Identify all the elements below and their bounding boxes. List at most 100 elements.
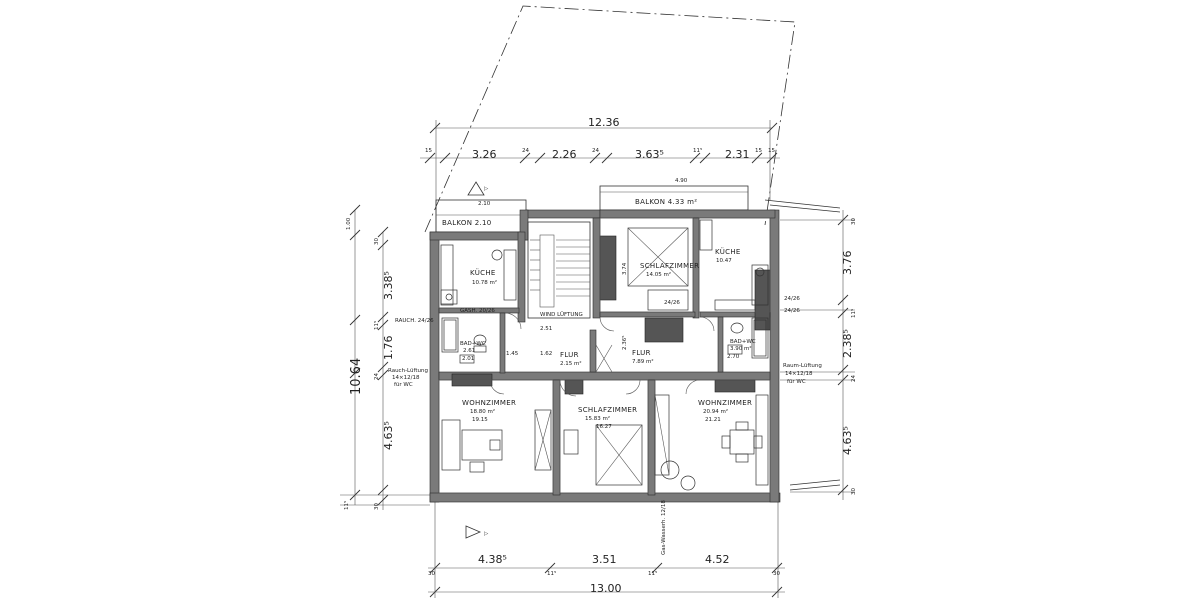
top-dimension-lines xyxy=(420,120,780,232)
smoke-flue-note-left: RAUCH. 24/26 xyxy=(395,318,434,324)
living-left-area2: 19.15 xyxy=(472,417,488,423)
bottom-small-0: 30 xyxy=(428,571,435,577)
top-dim-0: 15 xyxy=(425,148,432,154)
balcony-right-label: BALKON 4.33 m² xyxy=(635,198,697,206)
ventilation-right-note-2: 14×12/18 xyxy=(785,371,813,377)
balcony-top-dim: 4.90 xyxy=(675,178,688,184)
left-dim-2: 3.38⁵ xyxy=(382,271,395,300)
bottom-small-3: 30 xyxy=(773,571,780,577)
bedroom-top-area: 14.05 m² xyxy=(646,271,671,278)
right-dim-6: 30 xyxy=(851,488,857,495)
bottom-small-2: 11⁵ xyxy=(648,570,657,577)
hall-right-label: FLUR xyxy=(632,349,651,357)
top-dim-6: 11⁵ xyxy=(693,147,702,154)
top-dim-2: 24 xyxy=(522,148,529,154)
bath-right-area: 3.90 m² xyxy=(730,345,752,352)
right-dim-5: 4.63⁵ xyxy=(841,426,854,455)
bedroom-top-furniture xyxy=(627,227,689,311)
adjacent-building xyxy=(764,199,841,491)
property-boundary xyxy=(424,5,796,233)
overall-width-bottom-label: 13.00 xyxy=(590,582,622,595)
bottom-dim-0: 4.38⁵ xyxy=(478,553,507,566)
hall-small-dim: 1.45 xyxy=(506,351,519,357)
svg-text:▷: ▷ xyxy=(484,531,489,537)
chimney-mid-note: 24/26 xyxy=(664,300,680,306)
kitchen-left-area: 10.78 m² xyxy=(472,279,497,286)
bath-right-label: BAD+WC xyxy=(730,339,756,345)
living-left-label: WOHNZIMMER xyxy=(462,399,516,407)
bottom-dim-1: 3.51 xyxy=(592,553,617,566)
top-dim-9: 15 xyxy=(768,148,775,154)
misc-dim: 1.62 xyxy=(540,351,552,357)
right-dim-1: 3.76 xyxy=(841,251,854,276)
left-dim-8: 30 xyxy=(374,503,380,510)
north-arrow-top: ▷ xyxy=(467,181,489,196)
balcony-left-dim: 2.10 xyxy=(478,201,491,207)
ventilation-left-note-1: Rauch-Lüftung xyxy=(388,368,428,374)
kitchen-right-label: KÜCHE xyxy=(715,247,741,256)
left-dim-4: 1.76 xyxy=(382,336,395,361)
bath-left-area: 2.61 xyxy=(463,348,475,354)
left-dim-3: 11⁵ xyxy=(373,321,380,330)
door-swings xyxy=(489,312,715,397)
overall-width-top-label: 12.36 xyxy=(588,116,620,129)
bath-left-fixtures xyxy=(441,317,487,364)
staircase xyxy=(527,221,591,319)
bedroom-top-label: SCHLAFZIMMER xyxy=(640,262,699,270)
kitchen-right-furniture xyxy=(699,219,769,311)
bath-right-fixtures xyxy=(727,317,769,359)
right-dim-2: 11⁵ xyxy=(850,309,857,318)
living-right-furniture xyxy=(660,394,769,491)
left-dimension-lines xyxy=(340,204,430,510)
top-dim-3: 2.26 xyxy=(552,148,577,161)
left-dim-1: 30 xyxy=(374,238,380,245)
gas-heating-note: GASH. 20/26 xyxy=(460,308,495,314)
gas-water-heater-note: Gas-Wasserh. 12/18 xyxy=(661,500,667,555)
hall-left-area: 2.15 m² xyxy=(560,360,582,367)
bath-left-label: BAD+WC xyxy=(460,341,486,347)
wind-ventilation-note: WIND LÜFTUNG xyxy=(540,311,583,318)
left-dim-6: 4.63⁵ xyxy=(382,421,395,450)
bath-right-small-dim: 2.70 xyxy=(727,354,740,360)
right-dimension-lines xyxy=(780,210,855,500)
top-dim-8: 15 xyxy=(755,148,762,154)
top-dim-1: 3.26 xyxy=(472,148,497,161)
ventilation-left-note-3: für WC xyxy=(394,382,413,388)
right-dim-0: 30 xyxy=(851,218,857,225)
north-arrow-bottom: ▷ xyxy=(465,525,489,539)
bedroom-top-dim: 3.74 xyxy=(622,262,628,275)
overall-height-left-label: 10.64 xyxy=(349,358,364,395)
bedroom-bottom-label: SCHLAFZIMMER xyxy=(578,406,637,414)
bedroom-bottom-area2: 16.27 xyxy=(596,424,612,430)
left-dim-5: 24 xyxy=(374,373,380,380)
exterior-walls xyxy=(429,209,781,503)
ventilation-right-note-1: Raum-Lüftung xyxy=(783,363,822,369)
bottom-small-1: 11⁵ xyxy=(547,570,556,577)
kitchen-left-furniture xyxy=(440,244,517,306)
top-dim-7: 2.31 xyxy=(725,148,750,161)
right-dim-3: 2.38⁵ xyxy=(841,329,854,358)
ventilation-right-note-3: für WC xyxy=(787,379,806,385)
left-dim-0: 1.00 xyxy=(346,217,352,230)
top-dim-4: 24 xyxy=(592,148,599,154)
living-left-area: 18.80 m² xyxy=(470,408,495,415)
shaft-right-note-2: 24/26 xyxy=(784,308,800,314)
bath-small-dim: 2.01 xyxy=(462,356,474,362)
hall-right-area: 7.89 m² xyxy=(632,358,654,365)
ventilation-left-note-2: 14×12/18 xyxy=(392,375,420,381)
left-dim-7: 11⁵ xyxy=(343,501,350,510)
top-dim-5: 3.63⁵ xyxy=(635,148,664,161)
bottom-dimension-lines xyxy=(428,500,785,598)
living-right-area2: 21.21 xyxy=(705,417,721,423)
bedroom-bottom-furniture xyxy=(563,394,670,486)
living-right-label: WOHNZIMMER xyxy=(698,399,752,407)
bottom-dim-2: 4.52 xyxy=(705,553,730,566)
living-right-area: 20.94 m² xyxy=(703,408,728,415)
living-left-furniture xyxy=(441,409,552,473)
right-dim-4: 24 xyxy=(851,375,857,382)
hall-left-label: FLUR xyxy=(560,351,579,359)
kitchen-right-area: 10.47 xyxy=(716,258,732,264)
shaft-right-note: 24/26 xyxy=(784,296,800,302)
balcony-left-label: BALKON 2.10 xyxy=(442,219,492,227)
